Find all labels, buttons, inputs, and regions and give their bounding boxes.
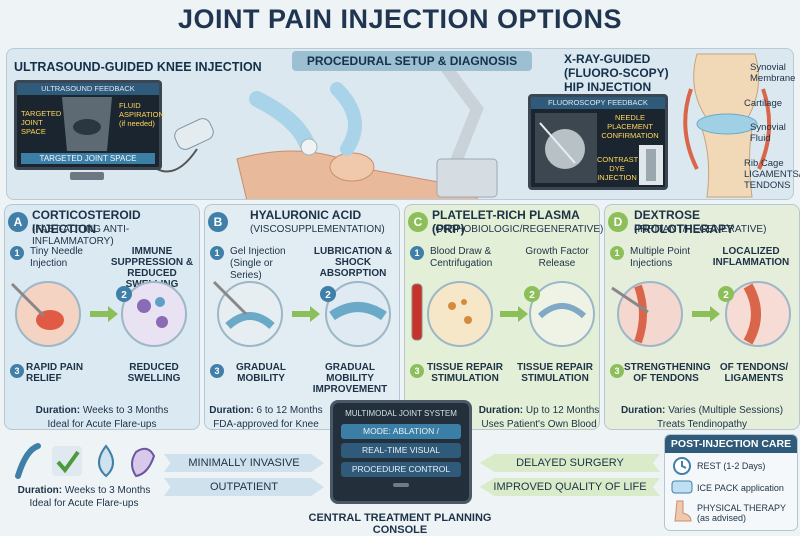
svg-text:2: 2 [723, 290, 729, 301]
option-a-step3: RAPID PAIN RELIEF [26, 362, 84, 384]
option-c-step3: TISSUE REPAIR STIMULATION [427, 362, 503, 384]
option-a-note: Ideal for Acute Flare-ups [47, 419, 157, 430]
option-d-step1-num: 1 [610, 246, 624, 260]
pill-minimally-invasive: MINIMALLY INVASIVE [164, 454, 324, 472]
option-d-step4: OF TENDONS/ LIGAMENTS [719, 362, 789, 384]
svg-text:2: 2 [121, 290, 127, 301]
option-a-illustration: 2 [10, 281, 187, 347]
option-c-note: Uses Patient's Own Blood [481, 419, 597, 430]
option-c-step1-num: 1 [410, 246, 424, 260]
page-title: JOINT PAIN INJECTION OPTIONS [177, 4, 623, 34]
option-c-badge: C [408, 212, 428, 232]
ultrasound-image [62, 97, 112, 151]
option-b-step3-num: 3 [210, 364, 224, 378]
bottom-note: Ideal for Acute Flare-ups [29, 498, 139, 509]
pill-quality-of-life: IMPROVED QUALITY OF LIFE [480, 478, 660, 496]
clock-icon [673, 457, 691, 475]
label-synovial-fluid: Synovial Fluid [750, 122, 786, 144]
pill-outpatient: OUTPATIENT [164, 478, 324, 496]
option-d-step3-num: 3 [610, 364, 624, 378]
option-a-subtitle: (FAST-ACTING ANTI-INFLAMMATORY) [32, 224, 130, 247]
option-b-illustration: 2 [212, 280, 391, 347]
fluoroscopy-monitor: FLUOROSCOPY FEEDBACK NEEDLE PLACEMENT CO… [528, 94, 668, 190]
console-header: MULTIMODAL JOINT SYSTEM [345, 409, 457, 418]
option-b-duration: Duration: 6 to 12 Months [209, 405, 323, 416]
option-a-duration: Duration: Weeks to 3 Months [35, 405, 169, 416]
option-a-badge: A [8, 212, 28, 232]
bottom-duration: Duration: Weeks to 3 Months [17, 485, 151, 496]
option-a-step1-num: 1 [10, 246, 24, 260]
knee-xray-thumb [639, 145, 663, 185]
option-c-duration: Duration: Up to 12 Months [478, 405, 600, 416]
option-c-illustration: 2 [411, 281, 595, 347]
option-b-step3: GRADUAL MOBILITY [236, 362, 286, 384]
post-care-rest: REST (1-2 Days) [697, 461, 766, 471]
option-d-title: DEXTROSE PROLOTHERAPY [634, 208, 735, 236]
option-b-subtitle: (VISCOSUPPLEMENTATION) [250, 224, 385, 235]
console-feedback-button[interactable]: REAL-TIME VISUAL FEEDBACK [341, 443, 461, 470]
option-c-step2: Growth Factor Release [525, 246, 589, 269]
option-c-step3-num: 3 [410, 364, 424, 378]
benefit-icons [15, 443, 156, 479]
ultrasound-monitor: ULTRASOUND FEEDBACK TARGETED JOINT SPACE… [14, 80, 164, 170]
option-d-illustration: 2 [611, 281, 791, 347]
label-contrast-dye: CONTRAST DYE INJECTION [597, 155, 639, 182]
option-b-step1: Gel Injection (Single or Series) [230, 246, 286, 281]
option-d-step2: LOCALIZED INFLAMMATION [712, 246, 790, 268]
option-b-badge: B [208, 212, 228, 232]
option-c-title: PLATELET-RICH PLASMA (PRP) [432, 208, 580, 236]
post-care-ice: ICE PACK application [697, 483, 784, 493]
heart-icon [131, 447, 156, 478]
setup-banner: PROCEDURAL SETUP & DIAGNOSIS [292, 51, 532, 71]
option-b-step2: LUBRICATION & SHOCK ABSORPTION [313, 246, 393, 279]
label-cartilage: Cartilage [744, 98, 783, 109]
option-d-note: Treats Tendinopathy [656, 419, 748, 430]
foot-icon [674, 500, 692, 522]
post-care-therapy: PHYSICAL THERAPY (as advised) [697, 503, 786, 523]
svg-text:2: 2 [325, 290, 331, 301]
option-a-step1: Tiny Needle Injection [30, 246, 83, 269]
option-a-step3-num: 3 [10, 364, 24, 378]
ice-pack-icon [671, 480, 693, 494]
label-synovial-membrane: Synovial Membrane [750, 62, 796, 84]
monitor-stand [70, 172, 104, 180]
xray-title: X-RAY-GUIDED (FLUORO-SCOPY) HIP INJECTIO… [564, 52, 669, 94]
treatment-console: MULTIMODAL JOINT SYSTEM MODE: ABLATION /… [330, 400, 472, 504]
fluoroscopy-monitor-header: FLUOROSCOPY FEEDBACK [531, 97, 665, 109]
option-b-note: FDA-approved for Knee [213, 419, 319, 430]
option-d-step1: Multiple Point Injections [630, 246, 691, 269]
droplet-icon [98, 444, 114, 478]
option-d-subtitle: (IRRITANT/REGENERATIVE) [634, 224, 767, 235]
post-care-title: POST-INJECTION CARE [665, 435, 797, 453]
option-c-step1: Blood Draw & Centrifugation [430, 246, 493, 269]
label-ligaments-tendons: Rib Cage LIGAMENTS/ TENDONS [744, 158, 800, 191]
option-b-title: HYALURONIC ACID [250, 208, 362, 222]
option-c-step4: TISSUE REPAIR STIMULATION [517, 362, 593, 384]
option-b-step1-num: 1 [210, 246, 224, 260]
setup-illustration [156, 53, 772, 199]
svg-text:2: 2 [529, 290, 535, 301]
check-icon [52, 446, 82, 476]
option-c-subtitle: (ORTHOBIOLOGIC/REGENERATIVE) [432, 224, 604, 235]
ultrasound-monitor-header: ULTRASOUND FEEDBACK [17, 83, 159, 95]
ultrasound-monitor-footer: TARGETED JOINT SPACE [21, 153, 155, 164]
console-page-dots [393, 483, 409, 487]
option-d-badge: D [608, 212, 628, 232]
option-b-step4: GRADUAL MOBILITY IMPROVEMENT [312, 362, 388, 395]
option-a-step4: REDUCED SWELLING [127, 362, 181, 384]
option-d-step3: STRENGTHENING OF TENDONS [624, 362, 711, 384]
label-targeted-joint: TARGETED JOINT SPACE [21, 109, 62, 136]
label-needle-placement: NEEDLE PLACEMENT CONFIRMATION [601, 113, 659, 140]
vessel-icon [15, 443, 41, 479]
console-procedure-button[interactable]: PROCEDURE CONTROL [341, 462, 461, 477]
post-care-panel: POST-INJECTION CARE REST (1-2 Days) ICE … [664, 434, 798, 531]
console-mode-button[interactable]: MODE: ABLATION / INJECTION [341, 424, 461, 451]
option-d-duration: Duration: Varies (Multiple Sessions) [620, 405, 784, 416]
ultrasound-title: ULTRASOUND-GUIDED KNEE INJECTION [14, 60, 262, 74]
console-caption: CENTRAL TREATMENT PLANNING CONSOLE [308, 512, 492, 536]
option-a-title: CORTICOSTEROID INJECTION [32, 208, 141, 236]
fluoroscopy-image [535, 113, 597, 183]
pill-delayed-surgery: DELAYED SURGERY [480, 454, 660, 472]
label-fluid-aspiration: FLUID ASPIRATION (if needed) [119, 101, 164, 128]
